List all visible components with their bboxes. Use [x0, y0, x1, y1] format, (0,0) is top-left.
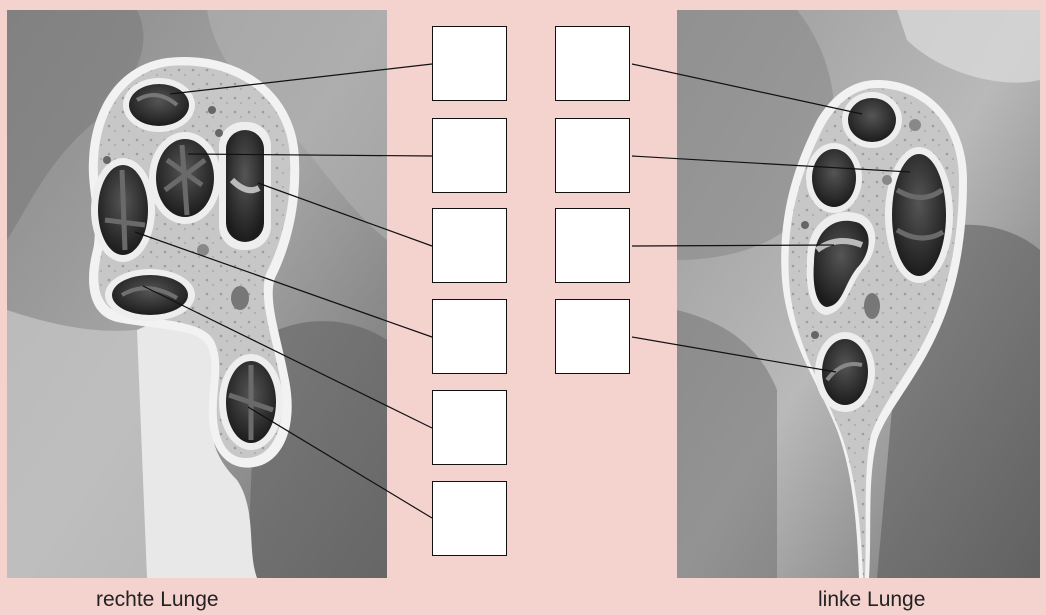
label-box-left-3[interactable] — [555, 208, 630, 283]
label-box-left-1[interactable] — [555, 26, 630, 101]
label-box-left-4[interactable] — [555, 299, 630, 374]
label-box-right-1[interactable] — [432, 26, 507, 101]
label-box-right-5[interactable] — [432, 390, 507, 465]
label-box-right-6[interactable] — [432, 481, 507, 556]
label-box-right-3[interactable] — [432, 208, 507, 283]
label-box-right-4[interactable] — [432, 299, 507, 374]
right-lung-hilum-illustration — [7, 10, 387, 578]
label-box-right-2[interactable] — [432, 118, 507, 193]
left-lung-hilum-illustration — [677, 10, 1040, 578]
caption-left-lung: linke Lunge — [818, 588, 925, 612]
caption-right-lung: rechte Lunge — [96, 588, 219, 612]
label-box-left-2[interactable] — [555, 118, 630, 193]
